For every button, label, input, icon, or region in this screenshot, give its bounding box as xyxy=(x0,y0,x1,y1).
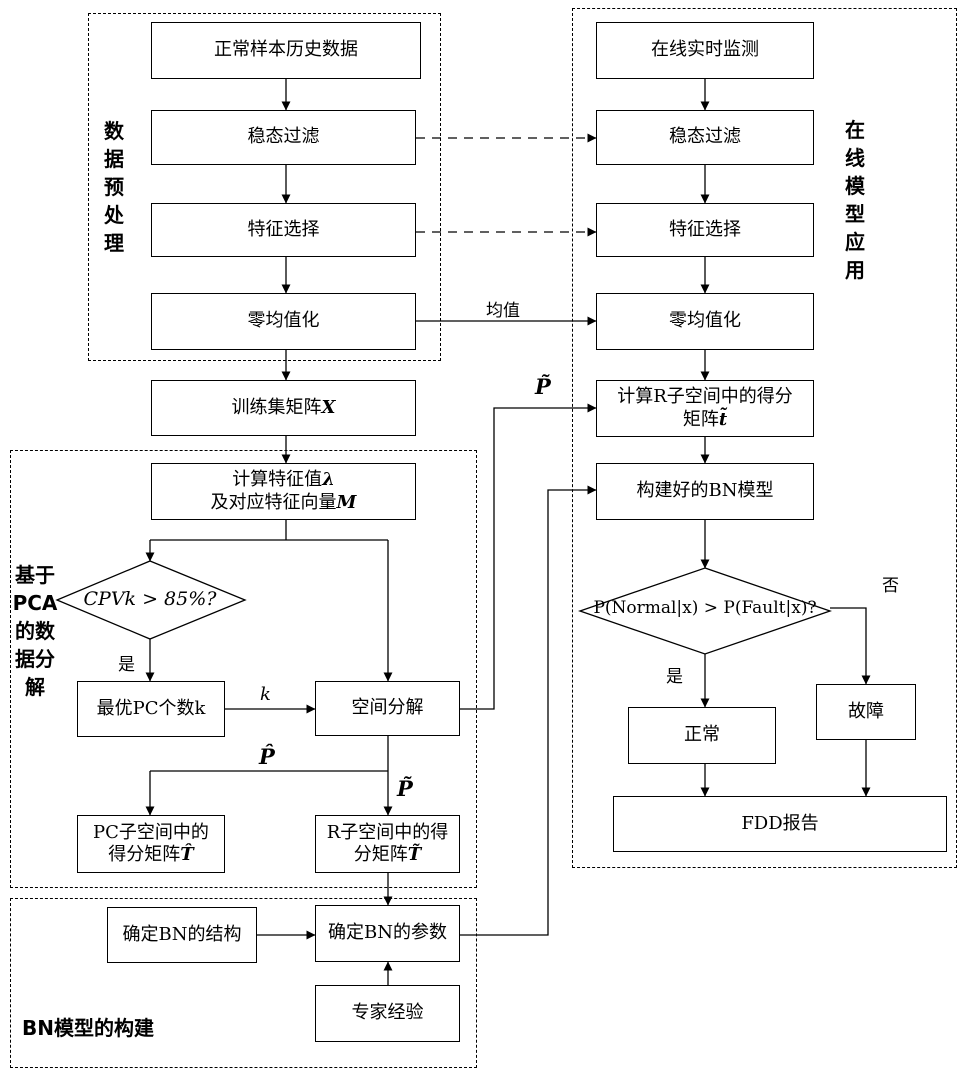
box-bn-model-built: 构建好的BN模型 xyxy=(596,463,814,520)
box-normal: 正常 xyxy=(628,707,776,764)
box-steady-filter-left: 稳态过滤 xyxy=(151,110,416,165)
pc-score-line2: 得分矩阵 xyxy=(108,844,180,865)
edge-prob-fault xyxy=(830,608,866,684)
box-online-monitor: 在线实时监测 xyxy=(596,22,814,79)
box-fault: 故障 xyxy=(816,684,916,740)
box-training-matrix: 训练集矩阵X xyxy=(151,380,416,436)
box-pc-score-matrix: PC子空间中的 得分矩阵T̂ xyxy=(77,815,225,873)
box-fdd-report: FDD报告 xyxy=(613,796,947,852)
box-space-decomposition: 空间分解 xyxy=(315,681,460,736)
symbol-T-hat: T̂ xyxy=(180,844,193,865)
box-r-subspace-score: 计算R子空间中的得分 矩阵t̃ xyxy=(596,380,814,437)
eig-line1-text: 计算特征值 xyxy=(232,469,322,490)
box-feature-select-right: 特征选择 xyxy=(596,203,814,257)
r-score-line2: 分矩阵 xyxy=(354,844,408,865)
edge-space-rcalc xyxy=(460,408,596,709)
r-score-line1: R子空间中的得 xyxy=(327,822,449,845)
label-yes-right: 是 xyxy=(666,662,683,687)
box-history-data: 正常样本历史数据 xyxy=(151,22,421,79)
box-zero-mean-right: 零均值化 xyxy=(596,293,814,350)
r-calc-line2: 矩阵 xyxy=(683,409,719,430)
label-p-tilde-right: P̃ xyxy=(535,374,551,399)
symbol-X: X xyxy=(322,397,336,418)
box-bn-structure: 确定BN的结构 xyxy=(107,907,257,963)
label-mean: 均值 xyxy=(486,296,520,321)
diamond-cpv-text: CPVk > 85%? xyxy=(80,588,220,610)
box-r-score-matrix: R子空间中的得 分矩阵T̃ xyxy=(315,815,460,873)
box-steady-filter-right: 稳态过滤 xyxy=(596,110,814,165)
edge-eig-branches xyxy=(150,520,388,540)
box-zero-mean-left: 零均值化 xyxy=(151,293,416,350)
label-p-tilde-left: P̃ xyxy=(397,776,413,801)
symbol-t-tilde: t̃ xyxy=(719,409,727,430)
symbol-M: M xyxy=(337,492,357,513)
symbol-lambda: λ xyxy=(322,469,335,490)
r-calc-line1: 计算R子空间中的得分 xyxy=(617,386,793,409)
edge-bnparams-bnbuilt xyxy=(460,490,596,935)
label-k: k xyxy=(260,684,271,705)
eig-line2-text: 及对应特征向量 xyxy=(211,492,337,513)
label-no-right: 否 xyxy=(882,571,899,596)
box-bn-parameters: 确定BN的参数 xyxy=(315,905,460,962)
box-optimal-pc: 最优PC个数k xyxy=(77,681,225,737)
diamond-prob-text: P(Normal|x) > P(Fault|x)? xyxy=(580,598,830,618)
box-expert-experience: 专家经验 xyxy=(315,985,460,1042)
pc-score-line1: PC子空间中的 xyxy=(93,822,209,845)
train-matrix-text: 训练集矩阵 xyxy=(232,397,322,418)
label-p-hat: P̂ xyxy=(259,744,275,769)
box-feature-select-left: 特征选择 xyxy=(151,203,416,257)
label-yes-left: 是 xyxy=(118,650,135,675)
symbol-T-tilde: T̃ xyxy=(408,844,421,865)
box-eigen-compute: 计算特征值λ 及对应特征向量M xyxy=(151,463,416,520)
